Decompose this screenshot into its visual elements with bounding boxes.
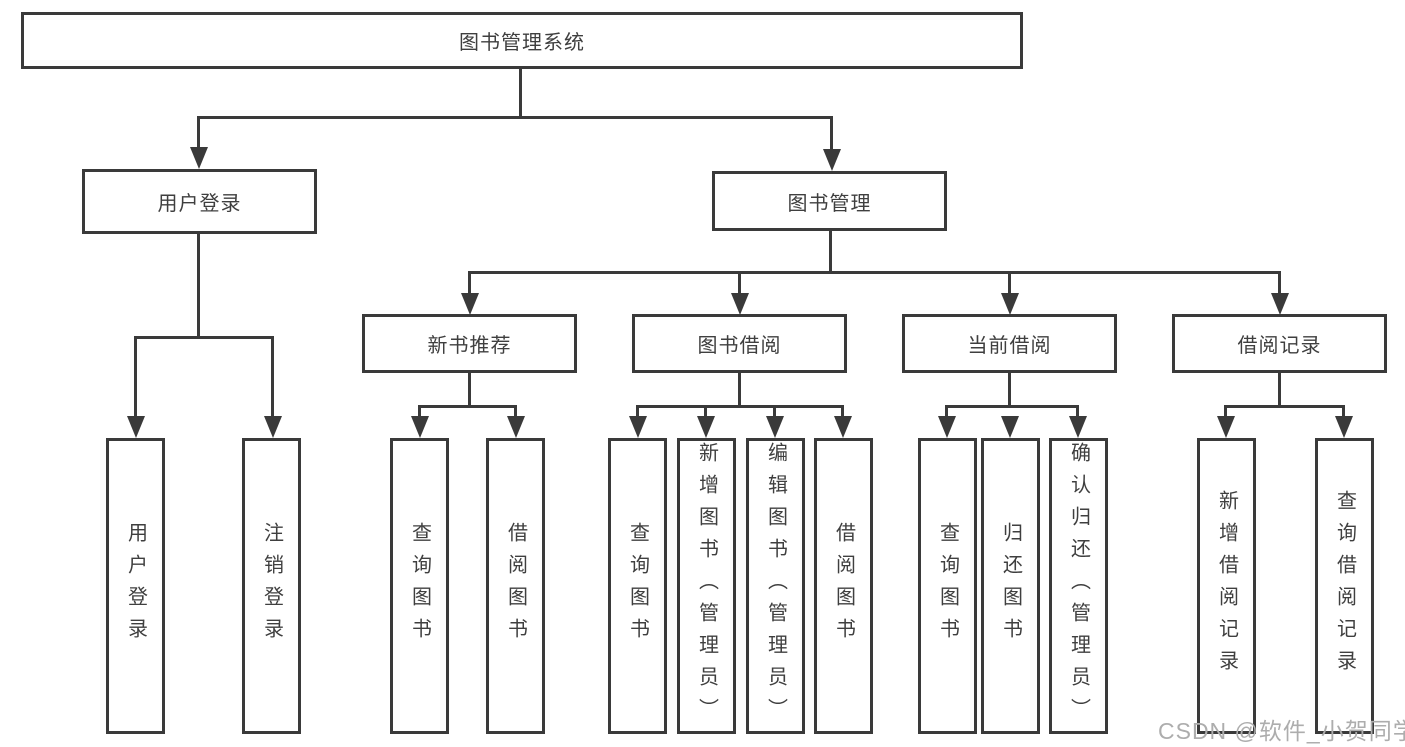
node-new-book-recommend-label: 新书推荐	[427, 335, 512, 357]
connector-root-stem	[519, 69, 522, 118]
connector-level3-stem	[1278, 271, 1281, 294]
leaf-query-books-current: 查询图书	[918, 438, 977, 734]
connector-leaf-stem	[1342, 405, 1345, 418]
arrowhead-down-icon	[823, 149, 841, 171]
arrowhead-down-icon	[190, 147, 208, 169]
connector-root-bar	[197, 116, 833, 119]
connector-leaf-stem	[134, 336, 137, 417]
arrowhead-down-icon	[507, 416, 525, 438]
arrowhead-down-icon	[461, 293, 479, 315]
connector-leaf-stem	[773, 405, 776, 418]
node-current-borrow: 当前借阅	[902, 314, 1117, 373]
leaf-logout: 注销登录	[242, 438, 301, 734]
connector-branch-down	[1008, 373, 1011, 407]
connector-leaf-stem	[271, 336, 274, 417]
node-new-book-recommend: 新书推荐	[362, 314, 577, 373]
arrowhead-down-icon	[834, 416, 852, 438]
arrowhead-down-icon	[731, 293, 749, 315]
leaf-confirm-return-admin: 确认归还（管理员）	[1049, 438, 1108, 734]
leaf-label: 查询图书	[936, 522, 959, 650]
leaf-label: 新增借阅记录	[1215, 490, 1238, 682]
node-book-management: 图书管理	[712, 171, 947, 231]
leaf-label: 用户登录	[124, 522, 147, 650]
node-book-borrow: 图书借阅	[632, 314, 847, 373]
leaf-query-books-recommend: 查询图书	[390, 438, 449, 734]
arrowhead-down-icon	[697, 416, 715, 438]
connector-branch-down	[1278, 373, 1281, 407]
arrowhead-down-icon	[938, 416, 956, 438]
arrowhead-down-icon	[127, 416, 145, 438]
leaf-query-borrow-record: 查询借阅记录	[1315, 438, 1374, 734]
arrowhead-down-icon	[411, 416, 429, 438]
connector-level3-stem	[468, 271, 471, 294]
arrowhead-down-icon	[629, 416, 647, 438]
connector-level3-stem	[1008, 271, 1011, 294]
connector-level3-stem	[738, 271, 741, 294]
node-borrow-records: 借阅记录	[1172, 314, 1387, 373]
connector-leaf-stem	[945, 405, 948, 418]
leaf-label: 确认归还（管理员）	[1067, 442, 1090, 730]
node-borrow-records-label: 借阅记录	[1237, 335, 1322, 357]
leaf-query-books-borrow: 查询图书	[608, 438, 667, 734]
connector-branch-bar	[418, 405, 517, 408]
leaf-add-borrow-record: 新增借阅记录	[1197, 438, 1256, 734]
leaf-label: 查询图书	[408, 522, 431, 650]
connector-leaf-stem	[418, 405, 421, 418]
leaf-label: 新增图书（管理员）	[695, 442, 718, 730]
connector-book-mgmt-bar	[468, 271, 1281, 274]
leaf-label: 归还图书	[999, 522, 1022, 650]
arrowhead-down-icon	[264, 416, 282, 438]
connector-leaf-stem	[704, 405, 707, 418]
node-root-label: 图书管理系统	[459, 32, 585, 54]
connector-book-mgmt-stem	[830, 116, 833, 152]
arrowhead-down-icon	[1217, 416, 1235, 438]
connector-user-login-bar	[134, 336, 274, 339]
connector-leaf-stem	[636, 405, 639, 418]
node-book-management-label: 图书管理	[787, 192, 872, 215]
csdn-watermark: CSDN @软件_小贺同学	[1158, 718, 1405, 744]
connector-branch-bar	[945, 405, 1079, 408]
connector-leaf-stem	[514, 405, 517, 418]
leaf-label: 借阅图书	[832, 522, 855, 650]
connector-user-login-down	[197, 234, 200, 338]
leaf-label: 注销登录	[260, 522, 283, 650]
leaf-edit-book-admin: 编辑图书（管理员）	[746, 438, 805, 734]
connector-leaf-stem	[1224, 405, 1227, 418]
leaf-label: 查询图书	[626, 522, 649, 650]
connector-leaf-stem	[1076, 405, 1079, 418]
connector-branch-bar	[636, 405, 844, 408]
node-root: 图书管理系统	[21, 12, 1023, 69]
connector-branch-down	[468, 373, 471, 407]
arrowhead-down-icon	[1271, 293, 1289, 315]
node-user-login: 用户登录	[82, 169, 317, 234]
arrowhead-down-icon	[1001, 416, 1019, 438]
connector-user-login-stem	[197, 116, 200, 150]
connector-book-mgmt-down	[829, 231, 832, 274]
leaf-borrow-books-borrow: 借阅图书	[814, 438, 873, 734]
connector-branch-bar	[1224, 405, 1345, 408]
leaf-label: 借阅图书	[504, 522, 527, 650]
node-user-login-label: 用户登录	[157, 193, 242, 215]
arrowhead-down-icon	[1001, 293, 1019, 315]
leaf-label: 编辑图书（管理员）	[764, 442, 787, 730]
node-book-borrow-label: 图书借阅	[697, 335, 782, 357]
leaf-add-book-admin: 新增图书（管理员）	[677, 438, 736, 734]
arrowhead-down-icon	[1069, 416, 1087, 438]
arrowhead-down-icon	[1335, 416, 1353, 438]
leaf-borrow-books-recommend: 借阅图书	[486, 438, 545, 734]
arrowhead-down-icon	[766, 416, 784, 438]
leaf-label: 查询借阅记录	[1333, 490, 1356, 682]
connector-branch-down	[738, 373, 741, 407]
leaf-user-login: 用户登录	[106, 438, 165, 734]
leaf-return-book: 归还图书	[981, 438, 1040, 734]
connector-leaf-stem	[841, 405, 844, 418]
node-current-borrow-label: 当前借阅	[967, 335, 1052, 357]
